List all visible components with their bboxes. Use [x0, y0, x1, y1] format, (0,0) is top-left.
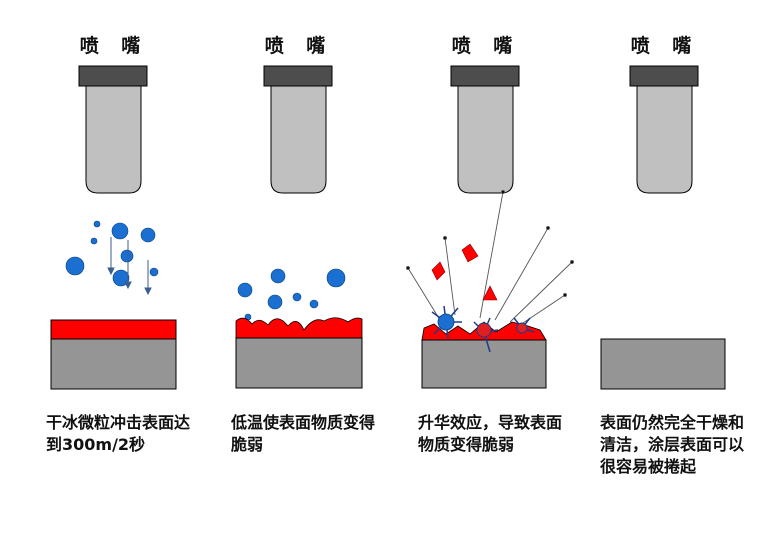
caption-stage-1: 干冰微粒冲击表面达到300m/2秒 — [46, 413, 191, 454]
stage-4-scene — [600, 338, 726, 390]
stage-2-scene — [235, 268, 363, 389]
nozzle-label-2: 喷 嘴 — [264, 35, 334, 57]
substrate-block — [421, 339, 547, 389]
nozzle-label-3: 喷 嘴 — [451, 35, 521, 57]
nozzle-2 — [263, 65, 333, 194]
trajectory-arrows — [107, 237, 152, 296]
substrate-block — [235, 337, 363, 389]
stage-1-scene — [50, 220, 177, 390]
nozzle-label-1: 喷 嘴 — [79, 35, 149, 57]
coating-fragments — [431, 243, 498, 301]
nozzle-3 — [450, 65, 520, 194]
flying-debris-lines — [406, 190, 574, 326]
caption-stage-4: 表面仍然完全干燥和清洁，涂层表面可以很容易被捲起 — [600, 413, 745, 476]
dry-ice-particles — [237, 268, 346, 321]
nozzle-1 — [78, 65, 148, 194]
brittle-coating — [235, 317, 363, 339]
nozzle-label-4: 喷 嘴 — [630, 35, 700, 57]
caption-stage-3: 升华效应，导致表面物质变得脆弱 — [418, 413, 563, 454]
dry-ice-particles — [65, 220, 159, 287]
substrate-block — [50, 338, 177, 390]
clean-substrate-block — [600, 338, 726, 390]
nozzle-4 — [629, 65, 699, 194]
stage-3-scene — [406, 190, 574, 389]
coating-layer — [50, 319, 177, 340]
caption-stage-2: 低温使表面物质变得脆弱 — [231, 413, 376, 454]
